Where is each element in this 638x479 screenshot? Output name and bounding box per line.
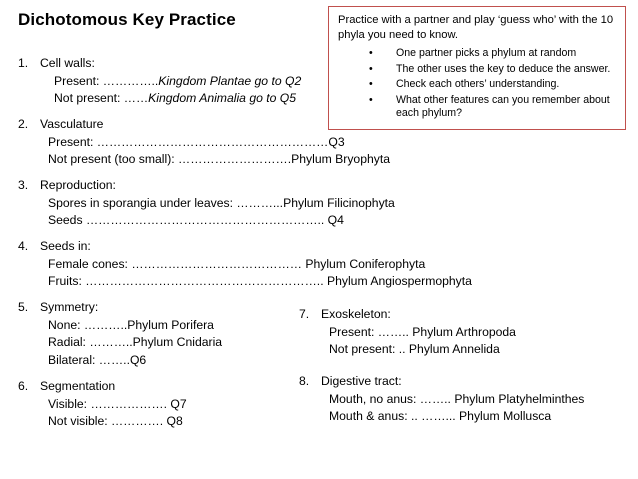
key-line: Present: …………………………………………………Q3 <box>48 134 345 149</box>
key-line: Radial: ………..Phylum Cnidaria <box>48 335 223 349</box>
section-number: 1. <box>18 56 29 70</box>
section-heading: 4.Seeds in: <box>18 238 472 256</box>
key-section-2: 2.Vasculature Present: ……………………………………………… <box>18 116 390 169</box>
key-line: Bilateral: ……..Q6 <box>48 352 147 367</box>
key-line: Spores in sporangia under leaves: ………...… <box>48 195 395 210</box>
section-number: 6. <box>18 379 29 393</box>
key-line: Female cones: …………………………………… Phylum Coni… <box>48 256 426 271</box>
key-section-5: 5.Symmetry: None: ………..Phylum Porifera R… <box>18 299 222 369</box>
section-number: 4. <box>18 239 29 253</box>
key-line: Mouth & anus: .. ……... Phylum Mollusca <box>329 409 552 423</box>
key-line: Not present: .. Phylum Annelida <box>329 342 500 356</box>
bullet-icon: • <box>369 47 373 59</box>
section-heading: 6.Segmentation <box>18 378 187 396</box>
instruction-item: •What other features can you remember ab… <box>369 93 610 120</box>
section-number: 3. <box>18 178 29 192</box>
section-number: 8. <box>299 374 310 388</box>
key-line: Fruits: ………………………………………………….. Phylum Ang… <box>48 274 472 288</box>
key-line: Not present: ……Kingdom Animalia go to Q5 <box>54 91 297 105</box>
instruction-intro: Practice with a partner and play ‘guess … <box>338 14 614 41</box>
section-heading: 3.Reproduction: <box>18 177 395 195</box>
key-line: Present: …….. Phylum Arthropoda <box>329 324 516 339</box>
key-section-8: 8.Digestive tract: Mouth, no anus: …….. … <box>299 373 584 426</box>
section-heading: 2.Vasculature <box>18 116 390 134</box>
key-section-7: 7.Exoskeleton: Present: …….. Phylum Arth… <box>299 306 516 359</box>
key-line: Visible: ………………. Q7 <box>48 396 187 411</box>
section-heading: 8.Digestive tract: <box>299 373 584 391</box>
key-section-3: 3.Reproduction: Spores in sporangia unde… <box>18 177 395 230</box>
key-line: Not visible: …………. Q8 <box>48 414 183 428</box>
key-line: Not present (too small): ……………………….Phylu… <box>48 152 391 166</box>
key-line: Seeds ………………………………………………….. Q4 <box>48 213 344 227</box>
section-number: 7. <box>299 307 310 321</box>
section-number: 5. <box>18 300 29 314</box>
section-heading: 7.Exoskeleton: <box>299 306 516 324</box>
section-heading: 1.Cell walls: <box>18 55 301 73</box>
bullet-icon: • <box>369 62 373 75</box>
key-section-1: 1.Cell walls: Present: …………..Kingdom Pla… <box>18 55 301 108</box>
section-heading: 5.Symmetry: <box>18 299 222 317</box>
key-line: Mouth, no anus: …….. Phylum Platyhelmint… <box>329 391 585 406</box>
page-title: Dichotomous Key Practice <box>18 10 236 29</box>
instruction-item: •Check each others’ understanding. <box>369 78 560 90</box>
key-section-6: 6.Segmentation Visible: ………………. Q7 Not v… <box>18 378 187 431</box>
instruction-item: •One partner picks a phylum at random <box>369 47 577 59</box>
instruction-box: Practice with a partner and play ‘guess … <box>328 6 626 130</box>
instruction-list: •One partner picks a phylum at random •T… <box>338 47 617 121</box>
key-section-4: 4.Seeds in: Female cones: ……………………………………… <box>18 238 472 291</box>
key-line: Present: …………..Kingdom Plantae go to Q2 <box>54 73 302 88</box>
section-number: 2. <box>18 117 29 131</box>
bullet-icon: • <box>369 78 373 90</box>
instruction-item: •The other uses the key to deduce the an… <box>369 62 611 75</box>
bullet-icon: • <box>369 93 373 106</box>
key-line: None: ………..Phylum Porifera <box>48 317 214 332</box>
